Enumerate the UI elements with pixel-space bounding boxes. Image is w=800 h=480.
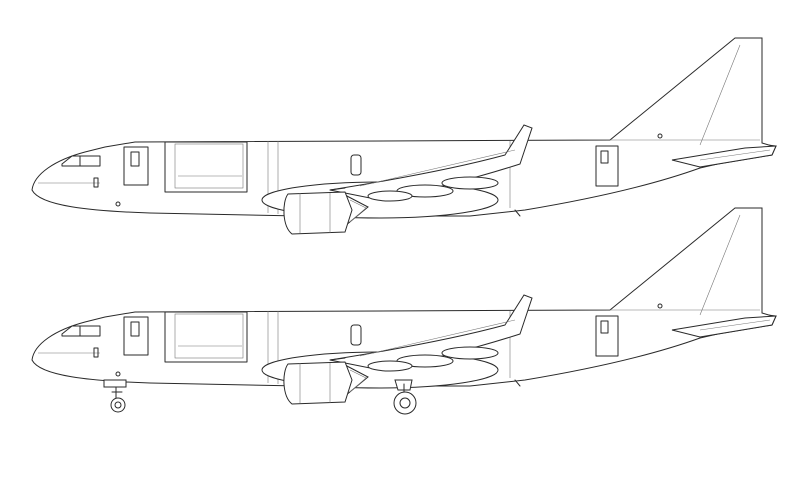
nose-landing-gear [103,379,127,413]
aircraft-outline [31,207,777,405]
aircraft-gear-up-view [31,37,777,235]
main-landing-gear [393,379,417,415]
aircraft-outline [31,37,777,235]
aircraft-gear-down-view [31,207,777,415]
